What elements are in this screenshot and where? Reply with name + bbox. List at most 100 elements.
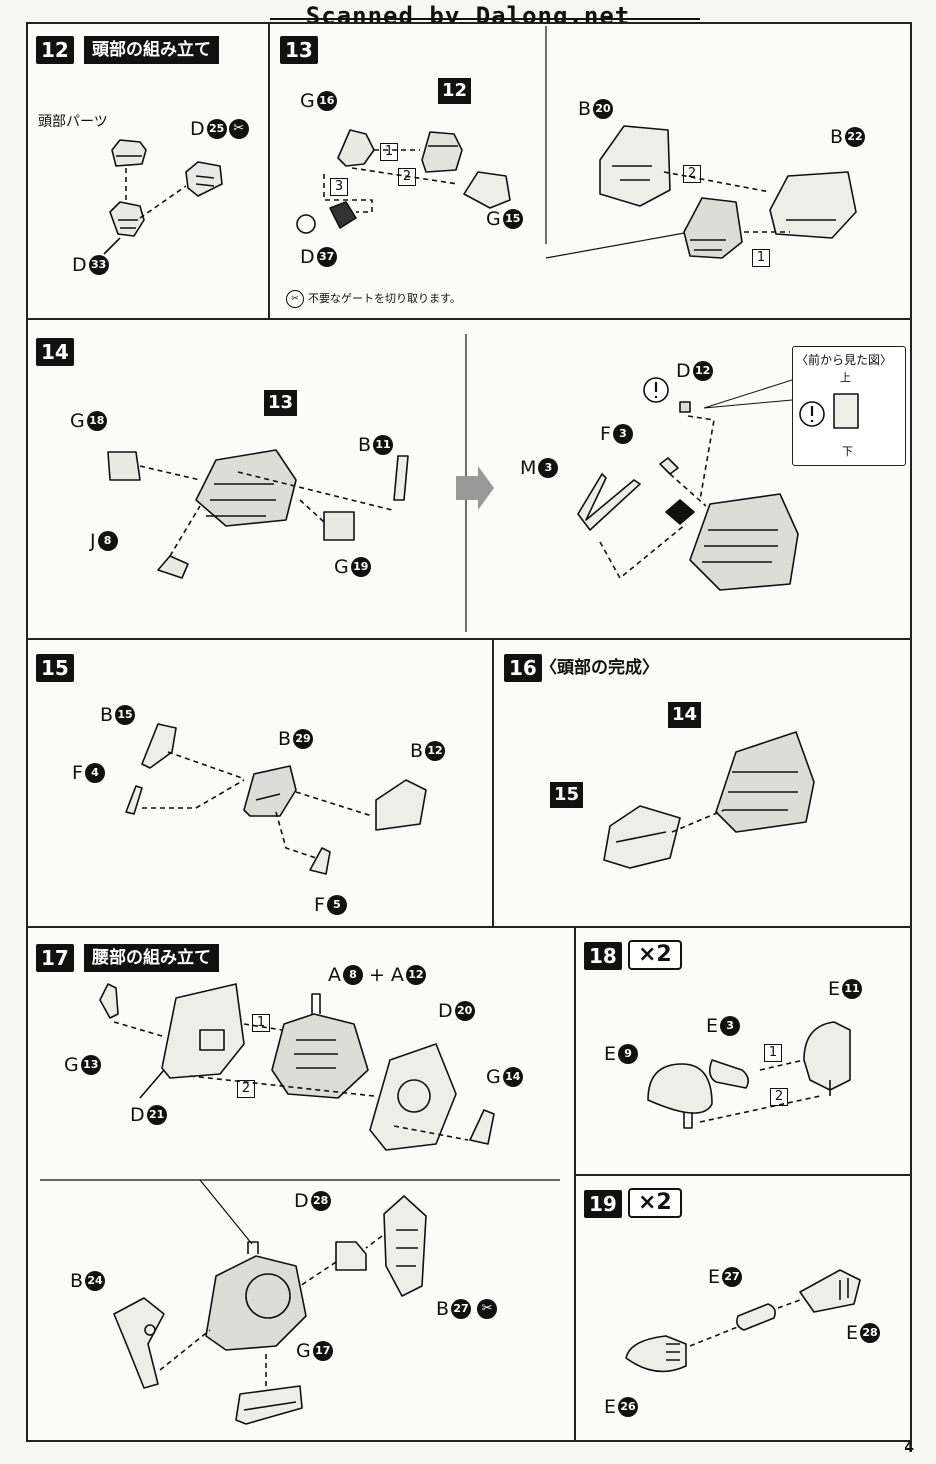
part-15-assembled-drawing bbox=[603, 805, 681, 869]
step-19-number: 19 bbox=[584, 1190, 622, 1218]
step-12-title: 頭部の組み立て bbox=[84, 36, 219, 64]
step-18-number: 18 bbox=[584, 942, 622, 970]
part-e3-drawing bbox=[708, 1059, 750, 1089]
part-b29-drawing bbox=[243, 765, 297, 817]
front-view-bottom: 下 bbox=[842, 445, 853, 458]
part-d33-drawing bbox=[109, 201, 145, 237]
part-b20-drawing bbox=[599, 125, 671, 207]
part-m3-drawing bbox=[577, 473, 641, 531]
order-17-2: 2 bbox=[237, 1080, 255, 1098]
step-15-number: 15 bbox=[36, 654, 74, 682]
part-g18-drawing bbox=[107, 451, 141, 481]
waist-assembly-drawing bbox=[205, 1241, 307, 1351]
part-d21-drawing bbox=[161, 983, 245, 1079]
callout-13-drawing bbox=[195, 449, 297, 527]
part-e9-drawing bbox=[647, 1063, 713, 1129]
order-18-1: 1 bbox=[764, 1044, 782, 1062]
part-b11-drawing bbox=[393, 455, 409, 501]
part-d20-17-drawing bbox=[369, 1043, 457, 1151]
step-16-callout-15: 15 bbox=[550, 782, 584, 808]
order-13-1: 1 bbox=[380, 143, 398, 161]
step-16-title: 〈頭部の完成〉 bbox=[540, 658, 659, 678]
part-j8-drawing bbox=[157, 555, 189, 579]
completed-head-drawing bbox=[715, 731, 815, 833]
step-14-callout: 13 bbox=[264, 390, 298, 416]
part-g17-drawing bbox=[235, 1385, 303, 1425]
head-part-drawing bbox=[111, 139, 147, 167]
order-13-3: 3 bbox=[330, 178, 348, 196]
part-g16-drawing bbox=[337, 129, 375, 167]
part-f4-drawing bbox=[125, 785, 143, 815]
callout-12-drawing bbox=[421, 131, 463, 173]
order-13b-2: 2 bbox=[683, 165, 701, 183]
cut-gate-icon: ✂ bbox=[228, 119, 249, 139]
order-18-2: 2 bbox=[770, 1088, 788, 1106]
step-13-note: ✂ 不要なゲートを切り取ります。 bbox=[286, 290, 461, 308]
step-17-number: 17 bbox=[36, 944, 74, 972]
step-16-callout-14: 14 bbox=[668, 702, 702, 728]
order-13b-1: 1 bbox=[752, 249, 770, 267]
part-e27-drawing bbox=[736, 1303, 776, 1331]
part-b15-drawing bbox=[141, 723, 177, 769]
part-d25-drawing bbox=[185, 161, 223, 197]
part-b27-drawing bbox=[383, 1195, 427, 1297]
part-b12-15-drawing bbox=[375, 779, 427, 831]
part-a8-a12-drawing bbox=[271, 993, 369, 1099]
step-19-multiplier: ×2 bbox=[628, 1188, 682, 1218]
part-g19-drawing bbox=[323, 511, 355, 541]
assembled-head-drawing bbox=[683, 197, 743, 259]
step-12-panel bbox=[26, 22, 270, 320]
part-d12-drawing bbox=[679, 401, 691, 413]
part-b22-drawing bbox=[769, 171, 857, 239]
part-e11-drawing bbox=[803, 1021, 851, 1096]
part-f5-drawing bbox=[309, 847, 331, 875]
part-d28-drawing bbox=[335, 1241, 367, 1271]
front-view-top: 上 bbox=[840, 371, 851, 384]
step-14-number: 14 bbox=[36, 338, 74, 366]
step-12-number: 12 bbox=[36, 36, 74, 64]
part-b24-drawing bbox=[113, 1297, 165, 1389]
part-e28-drawing bbox=[799, 1269, 861, 1313]
part-g15-drawing bbox=[463, 171, 511, 209]
step-17-title: 腰部の組み立て bbox=[84, 944, 219, 972]
step-13-callout: 12 bbox=[438, 78, 472, 104]
part-e26-drawing bbox=[625, 1335, 687, 1373]
head-parts-label: 頭部パーツ bbox=[38, 114, 108, 130]
page-number: 4 bbox=[904, 1440, 914, 1456]
nipper-icon: ✂ bbox=[286, 290, 304, 308]
step-16-number: 16 bbox=[504, 654, 542, 682]
part-d37-drawing bbox=[329, 201, 357, 229]
front-view-title: 〈前から見た図〉 bbox=[796, 353, 893, 367]
